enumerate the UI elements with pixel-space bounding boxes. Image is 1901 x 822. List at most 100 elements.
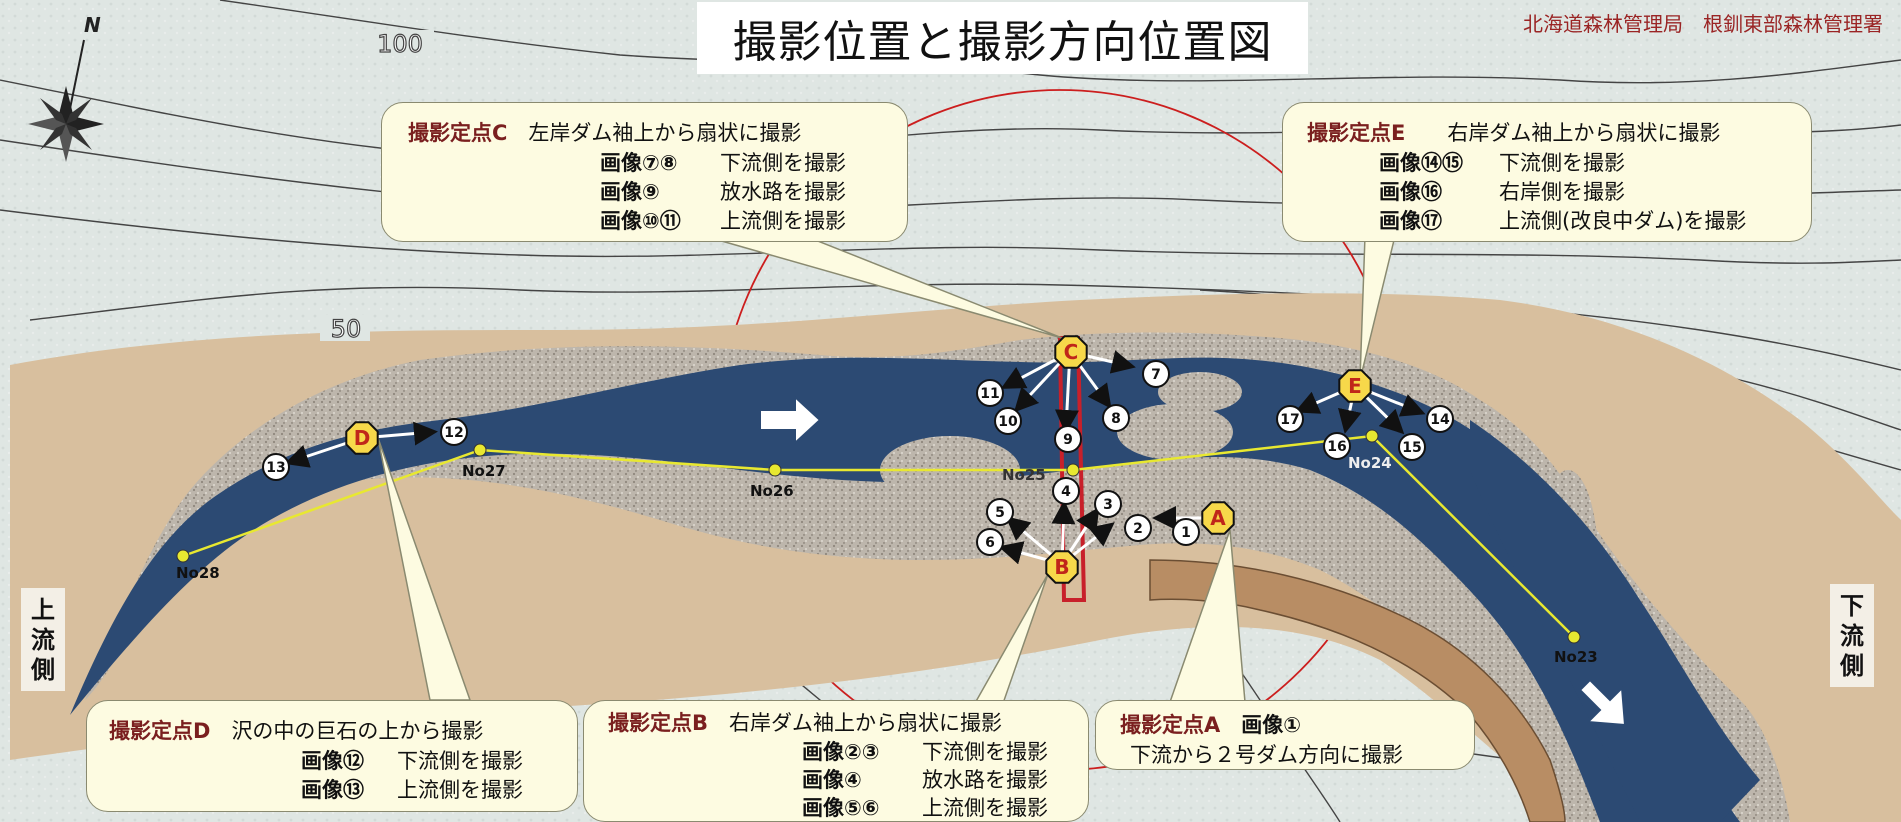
svg-text:C: C bbox=[1064, 340, 1079, 364]
image-number-16: 16 bbox=[1323, 432, 1351, 460]
survey-label-no28: No28 bbox=[176, 564, 220, 582]
callout-d-row-1: 画像⑫ 下流側を撮影 bbox=[301, 745, 523, 775]
callout-c-row-2-img: 画像⑨ bbox=[600, 180, 660, 204]
survey-marker-no28 bbox=[176, 549, 190, 563]
svg-text:7: 7 bbox=[1151, 367, 1161, 383]
image-number-9: 9 bbox=[1054, 425, 1082, 453]
callout-b-head: 撮影定点B 右岸ダム袖上から扇状に撮影 bbox=[608, 707, 1002, 737]
callout-b-row-1-text: 下流側を撮影 bbox=[922, 740, 1048, 764]
callout-a-row-1-text: 下流から２号ダム方向に撮影 bbox=[1130, 743, 1403, 767]
callout-c-head: 撮影定点C 左岸ダム袖上から扇状に撮影 bbox=[408, 117, 801, 147]
callout-station-a: 撮影定点A 画像① 下流から２号ダム方向に撮影 bbox=[1095, 700, 1475, 770]
image-number-10: 10 bbox=[994, 407, 1022, 435]
image-number-4: 4 bbox=[1052, 477, 1080, 505]
callout-b-desc: 右岸ダム袖上から扇状に撮影 bbox=[729, 711, 1003, 735]
image-number-3: 3 bbox=[1094, 490, 1122, 518]
survey-label-no26: No26 bbox=[750, 482, 794, 500]
callout-d-row-1-img: 画像⑫ bbox=[301, 749, 364, 773]
image-number-17: 17 bbox=[1276, 405, 1304, 433]
survey-marker-no24 bbox=[1365, 429, 1379, 443]
svg-text:1: 1 bbox=[1181, 525, 1191, 541]
survey-label-no25: No25 bbox=[1002, 466, 1046, 484]
callout-c-row-3-img: 画像⑩⑪ bbox=[600, 209, 681, 233]
contour-label-100: 100 bbox=[377, 30, 423, 58]
callout-b-row-2-img: 画像④ bbox=[802, 768, 862, 792]
svg-text:8: 8 bbox=[1111, 411, 1121, 427]
upstream-char-1: 上 bbox=[31, 595, 55, 624]
svg-text:13: 13 bbox=[266, 460, 285, 476]
survey-labels: No28 No27 No26 No25 No24 No23 bbox=[176, 454, 1598, 666]
survey-label-no27: No27 bbox=[462, 462, 506, 480]
callout-station-b: 撮影定点B 右岸ダム袖上から扇状に撮影 画像②③ 下流側を撮影 画像④ 放水路を撮影… bbox=[583, 700, 1089, 822]
svg-text:16: 16 bbox=[1327, 439, 1346, 455]
callout-d-row-1-text: 下流側を撮影 bbox=[397, 749, 523, 773]
callout-d-tag: 撮影定点D bbox=[109, 719, 211, 743]
survey-markers bbox=[176, 429, 1581, 644]
callout-b-row-2-text: 放水路を撮影 bbox=[922, 768, 1048, 792]
callout-a-head: 撮影定点A 画像① bbox=[1120, 709, 1301, 739]
upstream-char-3: 側 bbox=[31, 655, 55, 684]
callout-b-row-1-img: 画像②③ bbox=[802, 740, 880, 764]
svg-text:12: 12 bbox=[444, 425, 463, 441]
callout-e-row-2-img: 画像⑯ bbox=[1379, 180, 1442, 204]
callout-b-row-3-img: 画像⑤⑥ bbox=[802, 796, 880, 820]
callout-c-row-3-text: 上流側を撮影 bbox=[720, 209, 846, 233]
contour-label-50: 50 bbox=[331, 315, 362, 343]
station-d: D bbox=[345, 421, 379, 455]
callout-b-row-3-text: 上流側を撮影 bbox=[922, 796, 1048, 820]
callout-station-c: 撮影定点C 左岸ダム袖上から扇状に撮影 画像⑦⑧ 下流側を撮影 画像⑨ 放水路を撮影… bbox=[381, 102, 908, 242]
callout-a-desc: 画像① bbox=[1241, 713, 1302, 737]
flow-arrow-east bbox=[759, 394, 822, 446]
svg-text:6: 6 bbox=[985, 535, 995, 551]
callout-d-row-2-text: 上流側を撮影 bbox=[397, 778, 523, 802]
survey-line bbox=[182, 434, 1575, 638]
callout-e-tag: 撮影定点E bbox=[1307, 121, 1406, 145]
image-number-12: 12 bbox=[440, 418, 468, 446]
island-1 bbox=[1117, 404, 1233, 460]
svg-text:A: A bbox=[1210, 506, 1226, 530]
svg-text:5: 5 bbox=[995, 505, 1005, 521]
callout-d-desc: 沢の中の巨石の上から撮影 bbox=[231, 719, 484, 743]
image-number-15: 15 bbox=[1398, 433, 1426, 461]
survey-marker-no27 bbox=[473, 443, 487, 457]
svg-text:17: 17 bbox=[1280, 412, 1299, 428]
callout-c-desc: 左岸ダム袖上から扇状に撮影 bbox=[528, 121, 802, 145]
compass-north-letter: N bbox=[84, 13, 101, 37]
callout-b-row-1: 画像②③ 下流側を撮影 bbox=[802, 736, 1048, 766]
survey-marker-no23 bbox=[1567, 630, 1581, 644]
downstream-char-1: 下 bbox=[1840, 591, 1864, 620]
upstream-side-label: 上 流 側 bbox=[21, 588, 65, 691]
callout-c-row-1-img: 画像⑦⑧ bbox=[600, 151, 678, 175]
image-number-11: 11 bbox=[976, 379, 1004, 407]
image-number-7: 7 bbox=[1142, 360, 1170, 388]
callout-e-desc: 右岸ダム袖上から扇状に撮影 bbox=[1447, 121, 1721, 145]
svg-text:15: 15 bbox=[1402, 440, 1421, 456]
svg-text:3: 3 bbox=[1103, 497, 1113, 513]
callout-c-row-1-text: 下流側を撮影 bbox=[720, 151, 846, 175]
map-title: 撮影位置と撮影方向位置図 bbox=[697, 2, 1308, 74]
callout-b-tag: 撮影定点B bbox=[608, 711, 709, 735]
image-number-13: 13 bbox=[262, 453, 290, 481]
downstream-char-2: 流 bbox=[1840, 621, 1864, 650]
callout-a-row-1: 下流から２号ダム方向に撮影 bbox=[1130, 739, 1403, 769]
image-number-2: 2 bbox=[1124, 514, 1152, 542]
agency-label: 北海道森林管理局 根釧東部森林管理署 bbox=[1523, 12, 1883, 36]
callout-e-head: 撮影定点E 右岸ダム袖上から扇状に撮影 bbox=[1307, 117, 1720, 147]
survey-label-no24: No24 bbox=[1348, 454, 1392, 472]
callout-e-row-1-text: 下流側を撮影 bbox=[1499, 151, 1625, 175]
rock-band bbox=[1149, 559, 1566, 822]
callout-c-row-2-text: 放水路を撮影 bbox=[720, 180, 846, 204]
callout-e-row-2-text: 右岸側を撮影 bbox=[1499, 180, 1625, 204]
callout-c-tag: 撮影定点C bbox=[408, 121, 508, 145]
svg-text:B: B bbox=[1054, 555, 1069, 579]
svg-text:E: E bbox=[1348, 374, 1362, 398]
survey-marker-no25 bbox=[1066, 463, 1080, 477]
callout-c-row-1: 画像⑦⑧ 下流側を撮影 bbox=[600, 147, 846, 177]
downstream-char-3: 側 bbox=[1840, 651, 1864, 680]
river-water bbox=[70, 357, 1740, 822]
image-number-5: 5 bbox=[986, 498, 1014, 526]
